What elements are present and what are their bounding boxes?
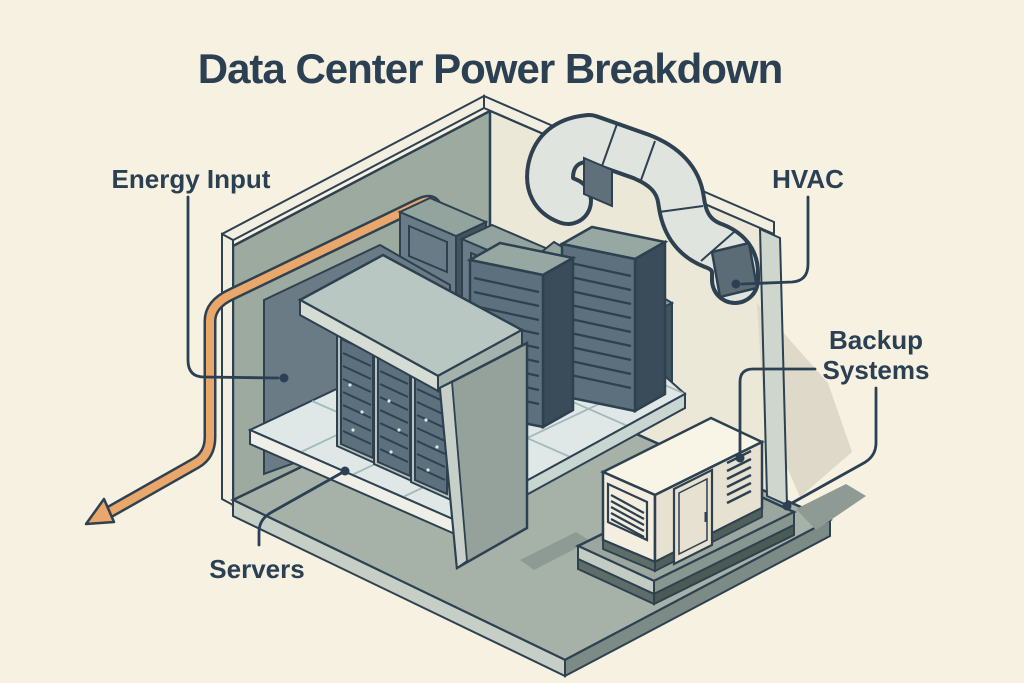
duct-segment-lines [601, 123, 735, 262]
leader-dots [279, 279, 792, 511]
energy-arrowhead-icon [84, 497, 116, 526]
dot-servers [340, 466, 350, 476]
dot-backup-a [735, 453, 745, 463]
inner-server-racks [336, 330, 452, 502]
label-backup-line2: Systems [823, 355, 930, 385]
leader-backup-b [790, 386, 878, 505]
dot-hvac [731, 279, 741, 289]
label-servers: Servers [209, 554, 304, 584]
leader-servers [257, 469, 347, 547]
inner-rack-slats [342, 352, 446, 481]
leader-hvac [740, 195, 810, 286]
leader-backup-a [738, 367, 817, 456]
page-title: Data Center Power Breakdown [198, 45, 783, 92]
hvac-duct [525, 113, 760, 305]
dot-backup-b [782, 501, 792, 511]
label-backup-line1: Backup [829, 325, 923, 355]
dot-energy-input [279, 373, 289, 383]
leader-lines [186, 195, 878, 547]
backup-generator [520, 416, 866, 606]
floor-slab-right-edge [564, 518, 831, 678]
generator-door [672, 468, 714, 566]
pad-shadow-right [796, 484, 866, 530]
rack-led-lights [348, 383, 439, 472]
label-energy-input: Energy Input [112, 164, 271, 194]
pad-shadow-left [520, 532, 590, 570]
duct-outlet [710, 241, 759, 299]
left-wall-edge [221, 232, 234, 507]
label-hvac: HVAC [772, 164, 844, 194]
room-pillar-edge [439, 380, 468, 570]
server-room-box [297, 253, 529, 571]
pad-base-2 [653, 523, 795, 606]
leader-energy-input [186, 195, 280, 380]
generator-louver-front [606, 482, 649, 542]
